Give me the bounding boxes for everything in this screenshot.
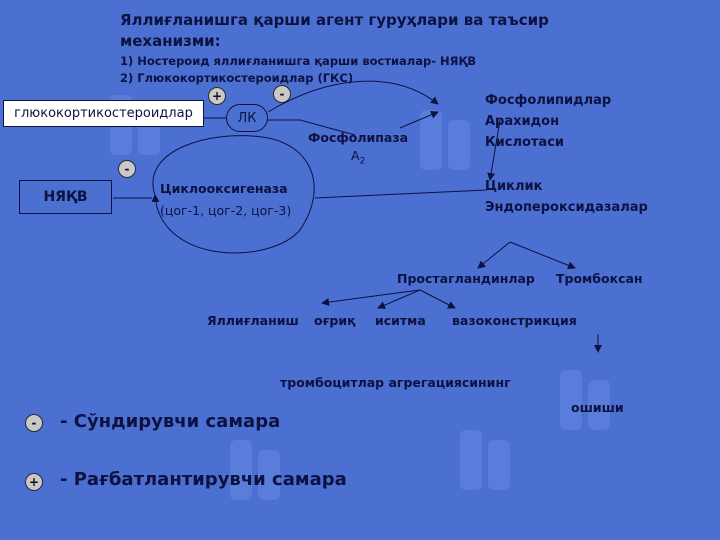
phospholipids-label: Фосфолипидлар <box>485 93 612 108</box>
subtitle-line2: 2) Глюкокортикостероидлар (ГКС) <box>120 71 354 85</box>
arachidonic-label: Арахидон <box>485 114 560 129</box>
minus-sign-icon: - <box>273 85 291 103</box>
watermark-logo-icon <box>230 440 280 500</box>
prostaglandins-label: Простагландинлар <box>397 271 535 286</box>
lk-to-phospholipase-line <box>268 119 356 136</box>
legend-plus-icon: + <box>25 473 43 491</box>
cox-isoforms-label: (цог-1, цог-2, цог-3) <box>160 203 292 218</box>
to-fever-arrow <box>377 289 421 309</box>
legend-inhibit-label: - Сўндирувчи самара <box>60 411 281 432</box>
watermark-logo-icon <box>460 430 510 490</box>
platelet-aggregation-label: тромбоцитлар агрегациясининг <box>280 375 511 390</box>
gks-box: глюкокортикостероидлар <box>3 100 204 127</box>
phospholipase-to-phospholipids-line <box>399 111 439 129</box>
lk-to-phospholipids-arc <box>267 80 439 113</box>
watermark-logo-icon <box>420 110 470 170</box>
cox-oval-arc <box>151 135 315 254</box>
cyclic-label: Циклик <box>485 179 543 194</box>
slide-title-line1: Яллиғланишга қарши агент гуруҳлари ва та… <box>120 11 549 29</box>
effect-fever-label: иситма <box>375 313 426 328</box>
to-prostaglandins-arrow <box>477 241 511 269</box>
to-vasoconstriction-arrow <box>419 289 456 309</box>
cox-to-endoperoxidase-line <box>314 189 488 199</box>
phospholipase-a2-label: А2 <box>351 148 366 167</box>
effect-vasoconstriction-label: вазоконстрикция <box>452 313 577 328</box>
phospholipase-label: Фосфолипаза <box>308 130 409 145</box>
slide-title-line2: механизми: <box>120 32 221 50</box>
effect-inflammation-label: Яллиғланиш <box>207 313 299 328</box>
endoperoxidase-label: Эндопероксидазалар <box>485 200 648 215</box>
to-pain-arrow <box>321 289 421 307</box>
cox-label: Циклооксигеназа <box>160 181 288 196</box>
watermark-logo-icon <box>560 370 610 430</box>
legend-minus-icon: - <box>25 414 43 432</box>
plus-sign-icon: + <box>208 87 226 105</box>
arachidonic-to-endoperoxidase-arrow <box>487 119 501 181</box>
acid-label: Кислотаси <box>485 135 565 150</box>
minus-sign-icon: - <box>118 160 136 178</box>
legend-stimulate-label: - Рағбатлантирувчи самара <box>60 469 347 490</box>
nyakv-box: НЯҚВ <box>19 180 112 214</box>
effect-pain-label: оғриқ <box>314 313 356 328</box>
to-thromboxane-arrow <box>509 241 576 270</box>
thromboxane-label: Тромбоксан <box>556 271 643 286</box>
subtitle-line1: 1) Ностероид яллиғланишга қарши востиала… <box>120 54 477 68</box>
lk-box: ЛК <box>226 104 268 132</box>
increase-label: ошиши <box>571 400 624 415</box>
